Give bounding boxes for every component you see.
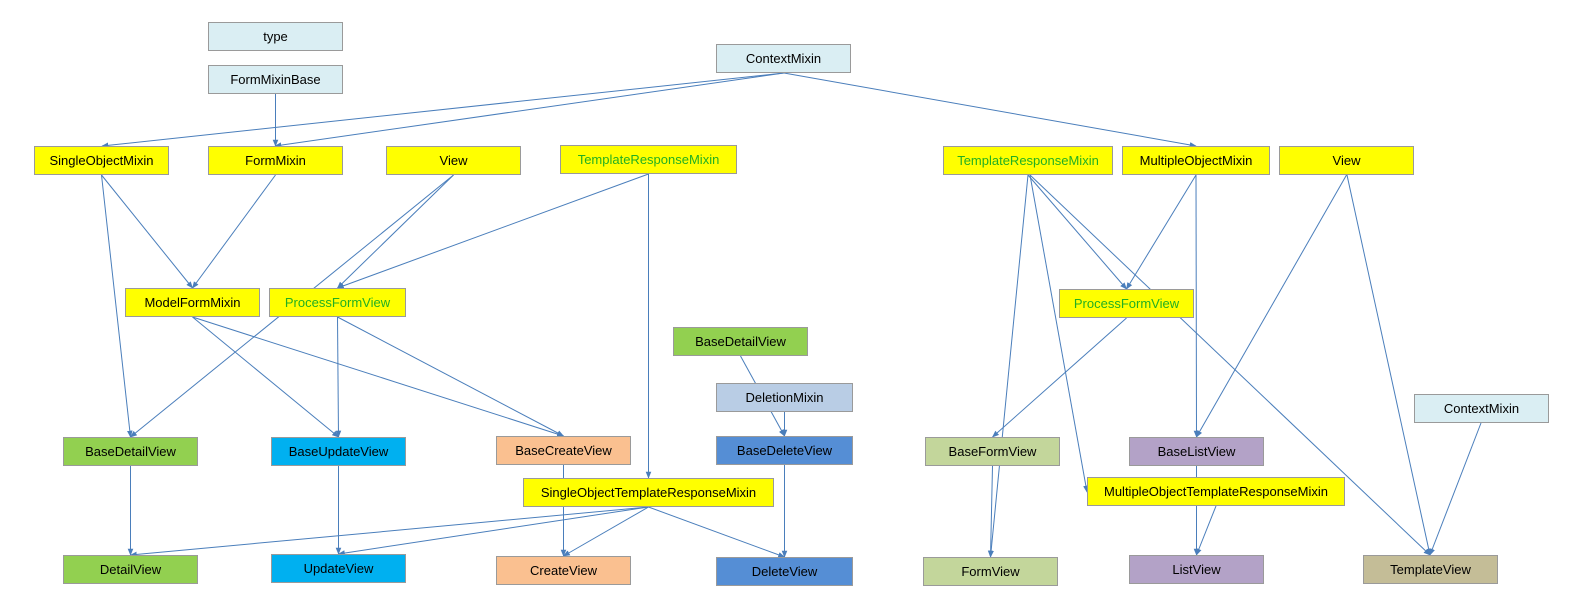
node-label: ProcessFormView <box>284 295 391 310</box>
edge-base-form-view-to-form-view <box>987 465 994 558</box>
view-right-node: View <box>1279 146 1414 175</box>
edge-context-mixin-top-to-form-mixin <box>274 72 785 148</box>
base-form-view-node: BaseFormView <box>925 437 1060 466</box>
node-label: ModelFormMixin <box>144 295 241 310</box>
node-label: DeletionMixin <box>745 390 824 405</box>
node-label: SingleObjectMixin <box>49 153 154 168</box>
node-label: UpdateView <box>303 561 374 576</box>
node-label: MultipleObjectTemplateResponseMixin <box>1104 484 1328 499</box>
edge-template-response-mixin-right-to-template-view <box>1029 174 1431 556</box>
edge-single-object-template-response-mixin-to-detail-view <box>129 506 649 558</box>
node-label: FormMixin <box>245 153 306 168</box>
node-label: BaseUpdateView <box>288 444 389 459</box>
multiple-object-mixin-node: MultipleObjectMixin <box>1122 146 1270 175</box>
node-label: BaseCreateView <box>515 443 612 458</box>
node-label: View <box>1332 153 1361 168</box>
delete-view-node: DeleteView <box>716 557 853 586</box>
model-form-mixin-node: ModelFormMixin <box>125 288 260 317</box>
context-mixin-top-node: ContextMixin <box>716 44 851 73</box>
edge-multiple-object-mixin-to-process-form-view-right <box>1126 174 1197 290</box>
node-label: ContextMixin <box>745 51 822 66</box>
node-label: ListView <box>1172 562 1221 577</box>
context-mixin-right-node: ContextMixin <box>1414 394 1549 423</box>
node-label: FormView <box>961 564 1020 579</box>
view-left-node: View <box>386 146 521 175</box>
deletion-mixin-node: DeletionMixin <box>716 383 853 412</box>
form-mixin-base-node: FormMixinBase <box>208 65 343 94</box>
form-view-node: FormView <box>923 557 1058 586</box>
base-detail-view-node: BaseDetailView <box>63 437 198 466</box>
template-response-mixin-right-node: TemplateResponseMixin <box>943 146 1113 175</box>
edge-template-response-mixin-right-to-process-form-view-right <box>1027 174 1127 290</box>
edge-process-form-view-right-to-base-form-view <box>991 317 1127 438</box>
node-label: BaseDeleteView <box>736 443 833 458</box>
list-view-node: ListView <box>1129 555 1264 584</box>
base-list-view-node: BaseListView <box>1129 437 1264 466</box>
edge-multiple-object-template-response-mixin-to-list-view <box>1196 505 1217 556</box>
edge-model-form-mixin-to-base-create-view <box>192 316 565 437</box>
edge-template-response-mixin-right-to-multiple-object-template-response-mixin <box>1029 174 1089 493</box>
type-node: type <box>208 22 343 51</box>
edge-context-mixin-top-to-multiple-object-mixin <box>783 72 1197 148</box>
node-label: CreateView <box>530 563 597 578</box>
update-view-node: UpdateView <box>271 554 406 583</box>
edge-form-mixin-to-model-form-mixin <box>192 174 276 289</box>
node-label: MultipleObjectMixin <box>1139 153 1253 168</box>
edge-context-mixin-top-to-single-object-mixin <box>101 72 785 149</box>
single-object-template-response-mixin-node: SingleObjectTemplateResponseMixin <box>523 478 774 507</box>
edge-single-object-template-response-mixin-to-create-view <box>562 506 649 557</box>
node-label: BaseDetailView <box>695 334 786 349</box>
form-mixin-node: FormMixin <box>208 146 343 175</box>
edge-process-form-view-left-to-base-update-view <box>335 316 342 438</box>
multiple-object-template-response-mixin-node: MultipleObjectTemplateResponseMixin <box>1087 477 1345 506</box>
node-label: BaseFormView <box>948 444 1037 459</box>
node-label: TemplateResponseMixin <box>577 152 720 167</box>
edge-context-mixin-right-to-template-view <box>1429 422 1482 556</box>
edge-process-form-view-left-to-base-create-view <box>337 316 565 437</box>
edge-template-response-mixin-left-to-process-form-view-left <box>336 173 649 289</box>
edge-view-right-to-base-list-view <box>1196 174 1347 438</box>
node-label: View <box>439 153 468 168</box>
template-response-mixin-left-node: TemplateResponseMixin <box>560 145 737 174</box>
edge-single-object-mixin-to-model-form-mixin <box>101 174 193 289</box>
process-form-view-left-node: ProcessFormView <box>269 288 406 317</box>
edge-view-right-to-template-view <box>1346 174 1432 556</box>
process-form-view-right-node: ProcessFormView <box>1059 289 1194 318</box>
base-delete-view-node: BaseDeleteView <box>716 436 853 465</box>
base-create-view-node: BaseCreateView <box>496 436 631 465</box>
node-label: TemplateView <box>1390 562 1471 577</box>
edge-view-left-to-process-form-view-left <box>336 174 454 289</box>
edge-model-form-mixin-to-base-update-view <box>192 316 340 438</box>
node-label: BaseListView <box>1157 444 1236 459</box>
detail-view-node: DetailView <box>63 555 198 584</box>
create-view-node: CreateView <box>496 556 631 585</box>
node-label: FormMixinBase <box>230 72 321 87</box>
node-label: BaseDetailView <box>85 444 176 459</box>
template-view-node: TemplateView <box>1363 555 1498 584</box>
base-detail-view-mid-node: BaseDetailView <box>673 327 808 356</box>
node-label: TemplateResponseMixin <box>957 153 1099 168</box>
node-label: type <box>263 29 288 44</box>
edge-multiple-object-mixin-to-base-list-view <box>1193 174 1200 438</box>
node-label: ProcessFormView <box>1073 296 1180 311</box>
node-label: DetailView <box>99 562 162 577</box>
edge-single-object-template-response-mixin-to-delete-view <box>648 506 786 558</box>
edge-template-response-mixin-right-to-form-view <box>988 174 1029 558</box>
edge-single-object-template-response-mixin-to-update-view <box>337 506 649 556</box>
base-update-view-node: BaseUpdateView <box>271 437 406 466</box>
node-label: SingleObjectTemplateResponseMixin <box>540 485 757 500</box>
edge-single-object-mixin-to-base-detail-view <box>101 174 133 438</box>
single-object-mixin-node: SingleObjectMixin <box>34 146 169 175</box>
node-label: ContextMixin <box>1443 401 1520 416</box>
node-label: DeleteView <box>751 564 818 579</box>
